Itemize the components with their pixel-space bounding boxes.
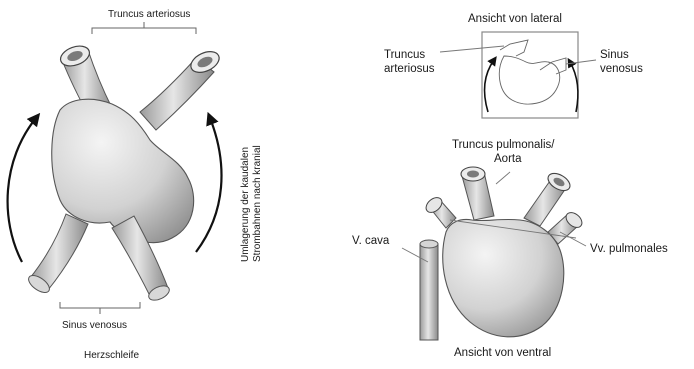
bracket-sinus (60, 302, 140, 314)
caption-herzschleife: Herzschleife (84, 350, 139, 362)
bracket-truncus (92, 22, 196, 34)
heart-loop-illustration (26, 42, 223, 303)
label-sinus-lateral-1: Sinus (600, 48, 629, 62)
label-truncus-arteriosus-left: Truncus arteriosus (108, 9, 190, 21)
side-text-line1: Umlagerung der kaudalen (240, 147, 252, 262)
heart-body (443, 219, 564, 336)
side-text-line2: Strombahnen nach kranial (252, 145, 264, 262)
lateral-view-frame (482, 32, 578, 118)
label-v-cava: V. cava (352, 234, 389, 248)
label-vv-pulmonales: Vv. pulmonales (590, 242, 668, 256)
arrow-right-curve (196, 118, 222, 252)
vena-cava-tube (420, 244, 438, 340)
label-truncus-pulmonalis-aorta-1: Truncus pulmonalis/ (452, 138, 554, 152)
arrow-left-curve (8, 118, 36, 262)
label-truncus-pulmonalis-aorta-2: Aorta (494, 152, 522, 166)
leader-aorta (496, 172, 510, 184)
label-truncus-lateral-1: Truncus (384, 48, 425, 62)
heart-ventral-illustration (420, 167, 585, 340)
label-truncus-lateral-2: arteriosus (384, 62, 435, 76)
lateral-arrow-left (485, 60, 494, 112)
lateral-view-sketch (499, 40, 566, 104)
leader-truncus-lateral (440, 46, 504, 52)
label-sinus-lateral-2: venosus (600, 62, 643, 76)
caption-ventral-view: Ansicht von ventral (454, 346, 551, 360)
label-sinus-venosus-left: Sinus venosus (62, 320, 127, 332)
title-lateral-view: Ansicht von lateral (468, 12, 562, 26)
lateral-arrow-right (570, 62, 578, 112)
